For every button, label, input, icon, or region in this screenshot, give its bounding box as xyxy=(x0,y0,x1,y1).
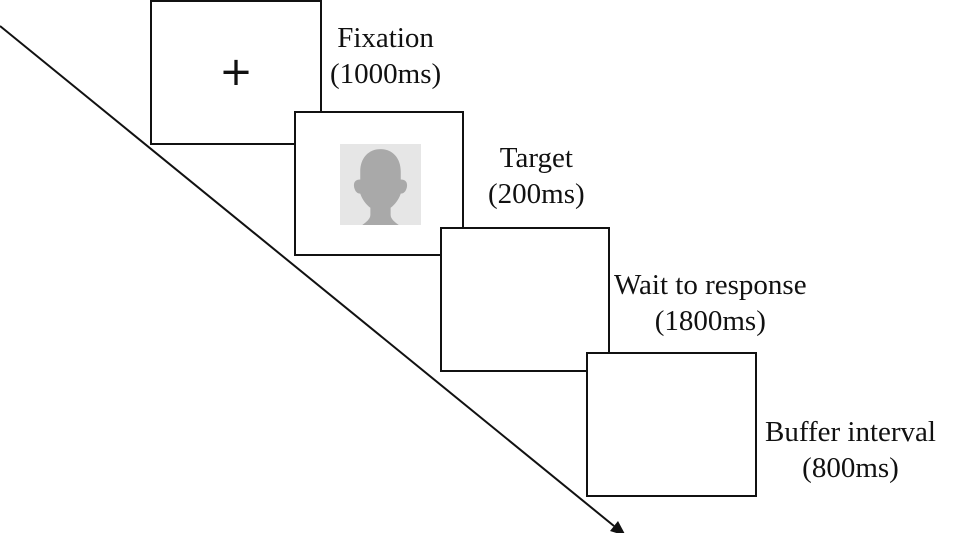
target-duration: (200ms) xyxy=(488,178,585,210)
wait-name: Wait to response xyxy=(614,269,807,301)
wait-label: Wait to response (1800ms) xyxy=(614,267,807,339)
face-silhouette-icon xyxy=(340,144,421,225)
target-name: Target xyxy=(499,142,573,174)
buffer-screen xyxy=(586,352,757,497)
wait-duration: (1800ms) xyxy=(654,305,766,337)
buffer-duration: (800ms) xyxy=(802,452,899,484)
buffer-name: Buffer interval xyxy=(765,416,936,448)
fixation-label: Fixation (1000ms) xyxy=(330,20,441,92)
wait-screen xyxy=(440,227,610,372)
fixation-duration: (1000ms) xyxy=(330,58,442,90)
fixation-screen: + xyxy=(150,0,322,145)
fixation-cross-icon: + xyxy=(219,48,253,95)
fixation-name: Fixation xyxy=(337,22,434,54)
target-label: Target (200ms) xyxy=(488,140,585,212)
target-screen xyxy=(294,111,464,256)
buffer-label: Buffer interval (800ms) xyxy=(765,414,936,486)
